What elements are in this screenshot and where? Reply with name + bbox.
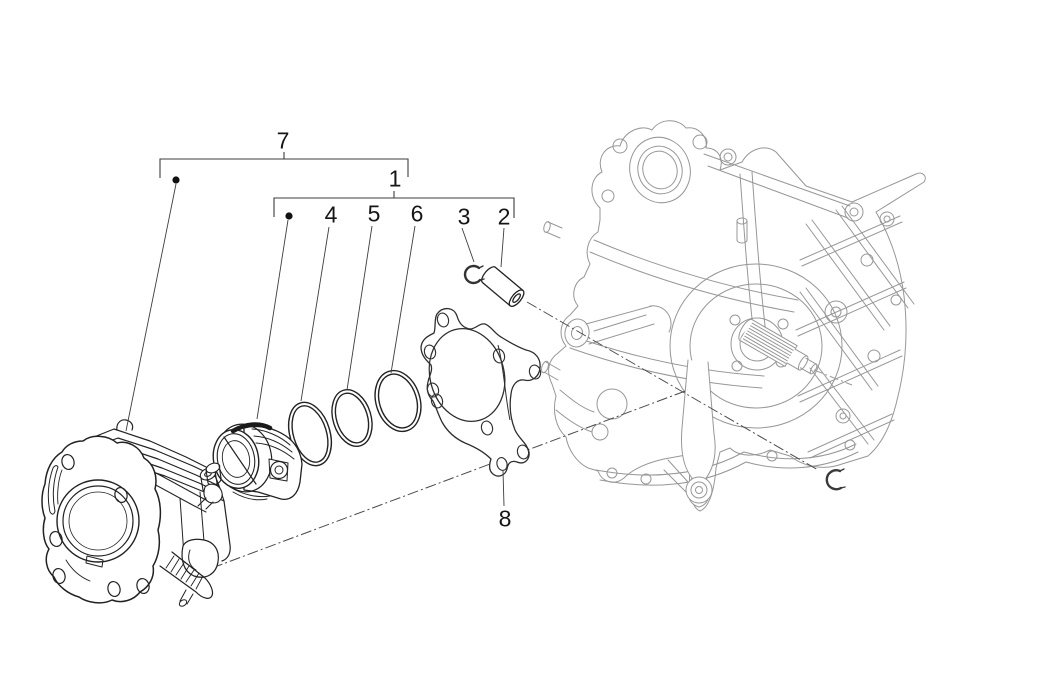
piston-ring-6: [374, 369, 422, 433]
cam-chain-opening: [601, 134, 737, 204]
cylinder-gasket-part: [420, 307, 542, 477]
center-line-cylinder-axis: [211, 389, 689, 569]
crankshaft-spline: [738, 318, 818, 375]
center-lines: [211, 301, 853, 569]
pin-circlip-part: [463, 264, 485, 285]
rib-lattice: [795, 205, 915, 459]
leader-lines: [125, 183, 505, 507]
piston-part: [212, 422, 303, 501]
gudgeon-pin-part: [481, 266, 525, 307]
leader-dot-1: [285, 212, 293, 220]
center-line-pin-axis: [526, 301, 819, 471]
cylinder-spigot: [159, 551, 214, 607]
crankcase-circlip-part: [825, 468, 846, 491]
cylinder-part: [41, 419, 231, 607]
callout-label-2[interactable]: 2: [497, 203, 511, 230]
bracket-1: [273, 197, 515, 218]
callout-label-5[interactable]: 5: [367, 200, 381, 227]
callout-label-6[interactable]: 6: [410, 200, 424, 227]
callout-label-1[interactable]: 1: [388, 165, 402, 192]
callout-label-3[interactable]: 3: [457, 203, 471, 230]
piston-ring-5: [331, 389, 373, 447]
cylinder-stud: [197, 462, 223, 510]
center-line-shaft-axis: [813, 369, 853, 386]
connecting-rod: [564, 305, 672, 348]
engine-mount-arm: [663, 359, 716, 508]
callout-lines: [125, 152, 515, 507]
callout-label-4[interactable]: 4: [324, 201, 338, 228]
crankcase-part: [541, 120, 926, 512]
callout-label-8[interactable]: 8: [498, 505, 512, 532]
callout-label-7[interactable]: 7: [276, 127, 290, 154]
bracket-7: [159, 158, 409, 178]
leader-dot-7: [172, 176, 180, 184]
